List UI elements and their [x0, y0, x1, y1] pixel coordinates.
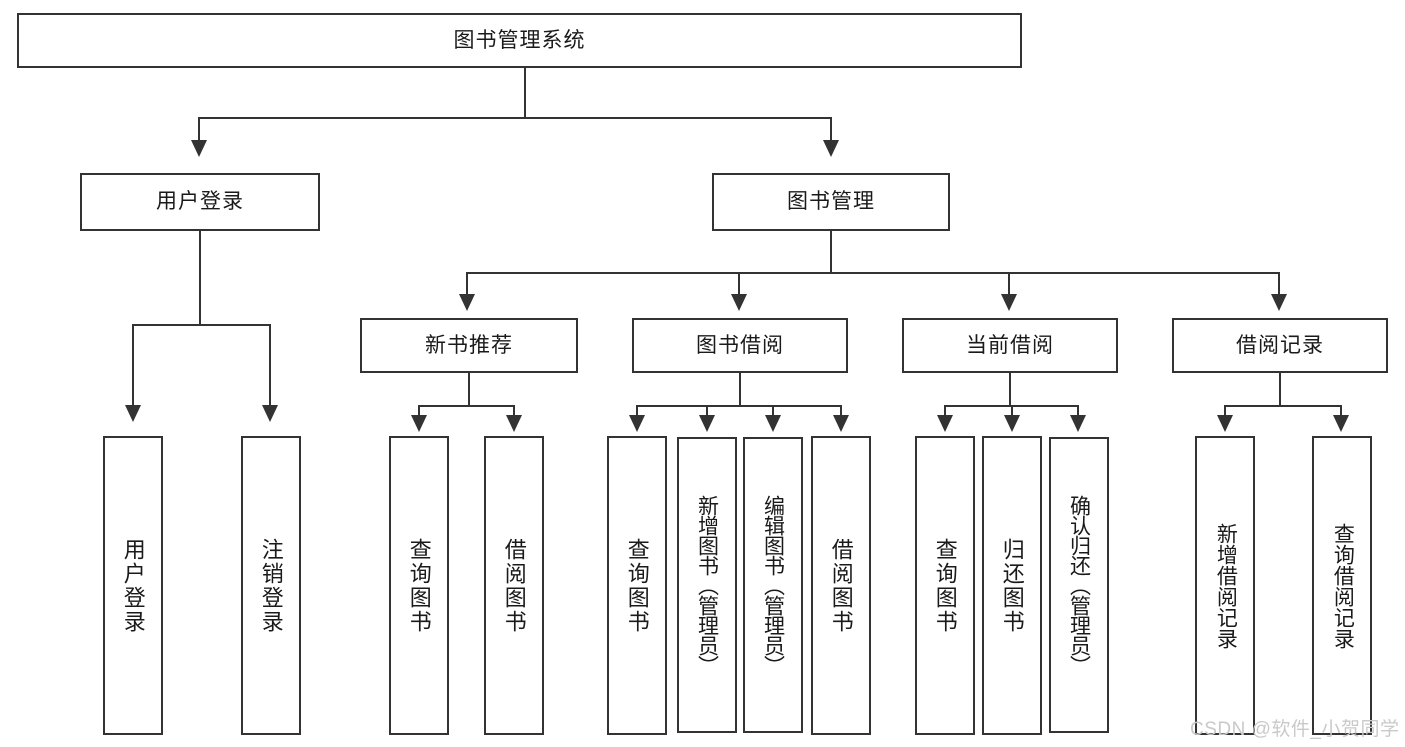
connector-borrow-record-stem [1279, 373, 1281, 406]
arrowhead-nb-leaf-1 [411, 415, 427, 432]
connector-book-borrow-bar [636, 405, 842, 407]
leaf-query-book-borrow[interactable]: 查询图书 [607, 436, 667, 735]
node-label: 新增图书（管理员） [695, 495, 719, 675]
connector-new-book-drop-2 [513, 405, 515, 417]
arrowhead-bb-leaf-1 [629, 415, 645, 432]
leaf-borrow-book-recommend[interactable]: 借阅图书 [484, 436, 544, 735]
node-label: 编辑图书（管理员） [761, 495, 785, 675]
arrowhead-current-borrow [1001, 294, 1017, 311]
connector-level2-drop-2 [738, 272, 740, 296]
node-label: 确认归还（管理员） [1067, 495, 1091, 675]
arrowhead-user-login [191, 140, 207, 157]
connector-root-stem [524, 68, 526, 118]
connector-user-login-bar [132, 324, 271, 326]
connector-level1-drop-left [198, 117, 200, 143]
leaf-query-borrow-record[interactable]: 查询借阅记录 [1312, 436, 1372, 735]
leaf-user-login[interactable]: 用户登录 [103, 436, 163, 735]
arrowhead-leaf-user-login [125, 405, 141, 422]
node-book-manage[interactable]: 图书管理 [712, 173, 950, 231]
connector-level2-bar [466, 272, 1280, 274]
node-label: 借阅图书 [828, 537, 854, 634]
node-borrow-record[interactable]: 借阅记录 [1172, 318, 1388, 373]
connector-book-borrow-stem [739, 373, 741, 406]
arrowhead-br-leaf-1 [1217, 415, 1233, 432]
node-label: 借阅图书 [501, 537, 527, 634]
leaf-add-book-admin[interactable]: 新增图书（管理员） [677, 437, 737, 733]
arrowhead-nb-leaf-2 [506, 415, 522, 432]
leaf-add-borrow-record[interactable]: 新增借阅记录 [1195, 436, 1255, 735]
leaf-confirm-return-admin[interactable]: 确认归还（管理员） [1049, 437, 1109, 733]
node-root-system[interactable]: 图书管理系统 [17, 13, 1022, 68]
leaf-return-book[interactable]: 归还图书 [982, 436, 1042, 735]
connector-bb-drop-2 [706, 405, 708, 417]
connector-level2-drop-4 [1278, 272, 1280, 296]
connector-bb-drop-4 [840, 405, 842, 417]
connector-level1-bar [198, 117, 832, 119]
arrowhead-book-borrow [731, 294, 747, 311]
connector-bb-drop-1 [636, 405, 638, 417]
node-book-borrow[interactable]: 图书借阅 [632, 318, 848, 373]
arrowhead-cb-leaf-2 [1004, 415, 1020, 432]
arrowhead-leaf-logout [262, 405, 278, 422]
connector-current-borrow-stem [1009, 373, 1011, 406]
node-label: 图书借阅 [696, 333, 784, 357]
node-label: 查询图书 [624, 537, 650, 634]
node-label: 查询借阅记录 [1331, 522, 1355, 649]
connector-br-drop-2 [1340, 405, 1342, 417]
arrowhead-bb-leaf-2 [699, 415, 715, 432]
node-label: 新增借阅记录 [1214, 522, 1238, 649]
connector-user-login-drop-left [132, 324, 134, 407]
leaf-query-book-recommend[interactable]: 查询图书 [389, 436, 449, 735]
connector-cb-drop-1 [944, 405, 946, 417]
connector-book-manage-stem [830, 231, 832, 273]
arrowhead-cb-leaf-3 [1070, 415, 1086, 432]
connector-new-book-drop-1 [418, 405, 420, 417]
node-label: 查询图书 [406, 537, 432, 634]
node-label: 归还图书 [999, 537, 1025, 634]
node-label: 用户登录 [120, 537, 146, 634]
node-label: 注销登录 [258, 537, 284, 634]
leaf-edit-book-admin[interactable]: 编辑图书（管理员） [743, 437, 803, 733]
connector-level2-drop-3 [1008, 272, 1010, 296]
connector-level1-drop-right [830, 117, 832, 143]
node-label: 查询图书 [932, 537, 958, 634]
leaf-logout[interactable]: 注销登录 [241, 436, 301, 735]
leaf-borrow-book[interactable]: 借阅图书 [811, 436, 871, 735]
node-label: 当前借阅 [966, 333, 1054, 357]
connector-user-login-stem [199, 231, 201, 325]
node-label: 借阅记录 [1236, 333, 1324, 357]
connector-new-book-stem [468, 373, 470, 406]
node-label: 新书推荐 [425, 333, 513, 357]
connector-user-login-drop-right [269, 324, 271, 407]
connector-level2-drop-1 [466, 272, 468, 296]
connector-borrow-record-bar [1224, 405, 1342, 407]
arrowhead-bb-leaf-3 [765, 415, 781, 432]
leaf-query-book-current[interactable]: 查询图书 [915, 436, 975, 735]
arrowhead-bb-leaf-4 [833, 415, 849, 432]
node-current-borrow[interactable]: 当前借阅 [902, 318, 1118, 373]
connector-br-drop-1 [1224, 405, 1226, 417]
arrowhead-cb-leaf-1 [937, 415, 953, 432]
node-user-login[interactable]: 用户登录 [80, 173, 320, 231]
node-label: 图书管理系统 [453, 28, 586, 52]
csdn-watermark: CSDN @软件_小贺同学 [1190, 719, 1400, 740]
node-label: 图书管理 [787, 190, 875, 214]
connector-new-book-bar [418, 405, 515, 407]
arrowhead-br-leaf-2 [1333, 415, 1349, 432]
node-new-book-recommend[interactable]: 新书推荐 [360, 318, 578, 373]
node-label: 用户登录 [156, 190, 244, 214]
arrowhead-borrow-record [1271, 294, 1287, 311]
arrowhead-new-book [459, 294, 475, 311]
arrowhead-book-manage [823, 140, 839, 157]
connector-cb-drop-2 [1011, 405, 1013, 417]
connector-cb-drop-3 [1077, 405, 1079, 417]
connector-bb-drop-3 [772, 405, 774, 417]
